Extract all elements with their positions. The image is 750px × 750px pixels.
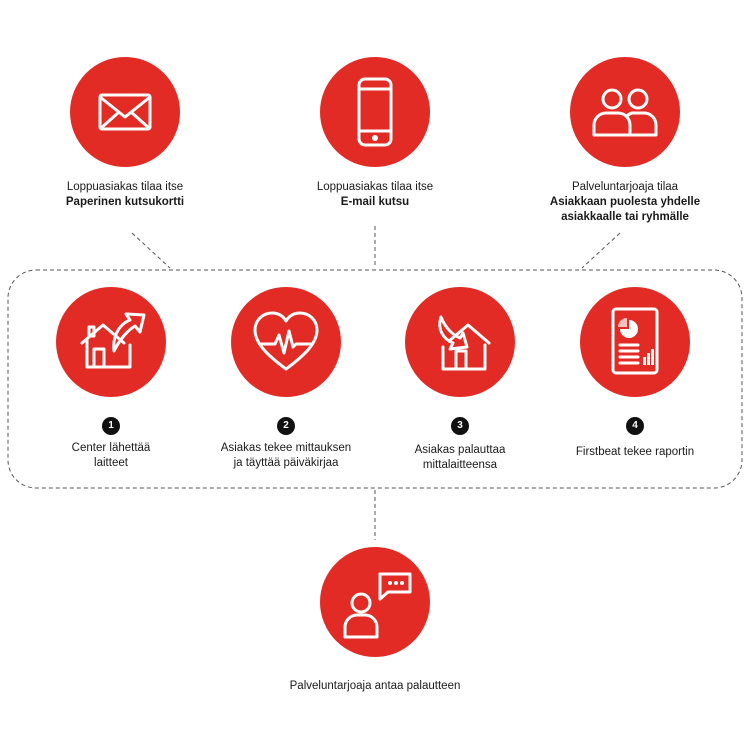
top-caption-2: Loppuasiakas tilaa itse E-mail kutsu: [316, 181, 434, 208]
person-chat-icon: [343, 572, 412, 639]
top-caption-1: Loppuasiakas tilaa itse Paperinen kutsuk…: [65, 181, 185, 208]
feedback-caption: Palveluntarjoaja antaa palautteen: [289, 680, 461, 692]
step-3-circle: [405, 287, 515, 397]
heart-pulse-icon: [253, 311, 319, 371]
step-caption-3: Asiakas palauttaa mittalaitteensa: [414, 444, 506, 471]
step-badge: 3: [451, 417, 469, 435]
step-badge: 4: [626, 417, 644, 435]
process-frame: [7, 269, 743, 489]
envelope-icon: [98, 93, 152, 131]
step-1-circle: [56, 287, 166, 397]
step-2-circle: [231, 287, 341, 397]
step-caption-2: Asiakas tekee mittauksen ja täyttää päiv…: [220, 442, 352, 469]
house-send-arrow-icon: [80, 312, 146, 369]
smartphone-icon: [357, 77, 393, 147]
step-caption-4: Firstbeat tekee raportin: [575, 446, 695, 458]
report-document-icon: [611, 307, 659, 375]
top-caption-3: Palveluntarjoaja tilaa Asiakkaan puolest…: [549, 181, 701, 223]
step-4-circle: [580, 287, 690, 397]
connector-left: [131, 232, 171, 269]
step-badge: 2: [277, 417, 295, 435]
connector-right: [581, 232, 621, 269]
house-return-arrow-icon: [438, 315, 491, 371]
step-badge: 1: [102, 417, 120, 435]
people-circle: [570, 57, 680, 167]
step-caption-1: Center lähettää laitteet: [71, 442, 151, 469]
envelope-circle: [70, 57, 180, 167]
people-icon: [592, 88, 658, 137]
smartphone-circle: [320, 57, 430, 167]
feedback-circle: [320, 547, 430, 657]
